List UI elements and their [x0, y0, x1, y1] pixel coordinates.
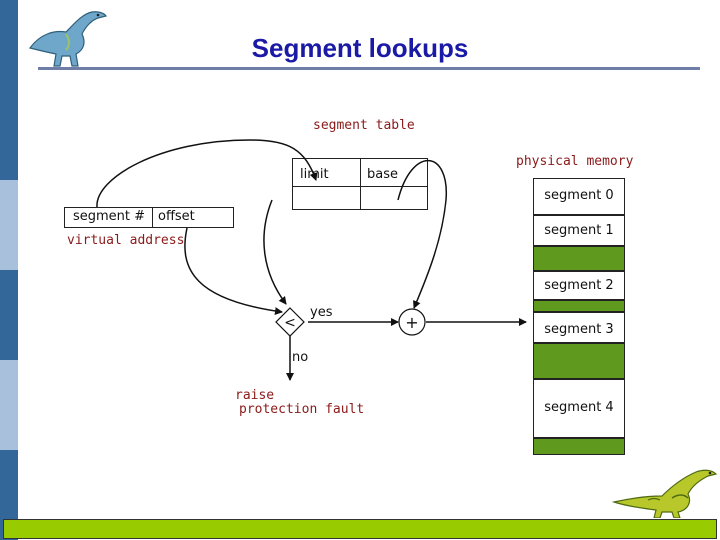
- adder-symbol: +: [405, 313, 418, 332]
- memory-free-block: [533, 300, 625, 312]
- limit-arrow: [263, 199, 287, 305]
- memory-segment-2: segment 2: [533, 271, 625, 300]
- dinosaur-mascot-icon: [612, 469, 718, 518]
- table-row-divider: [293, 186, 427, 187]
- memory-segment-1: segment 1: [533, 215, 625, 246]
- sidebar-stripe: [0, 180, 18, 270]
- bottom-bar: [3, 519, 717, 539]
- memory-segment-4: segment 4: [533, 379, 625, 438]
- comparator-symbol: <: [284, 315, 296, 331]
- base-arrow: [397, 159, 447, 309]
- sidebar-decoration: [0, 0, 18, 540]
- fault-label-line2: protection fault: [239, 402, 365, 417]
- virtual-address-box: [64, 207, 234, 228]
- offset-field: offset: [158, 209, 195, 224]
- yes-label: yes: [310, 305, 333, 320]
- sidebar-stripe: [0, 360, 18, 450]
- title-underline: [38, 67, 700, 70]
- table-column-divider: [360, 159, 361, 209]
- segment-number-field: segment #: [73, 209, 146, 224]
- memory-segment-0: segment 0: [533, 178, 625, 215]
- slide-title: Segment lookups: [251, 33, 469, 63]
- memory-free-block: [533, 246, 625, 271]
- sidebar-stripe: [0, 0, 18, 180]
- no-label: no: [292, 350, 309, 365]
- segment-index-arrow: [96, 139, 318, 208]
- adder-circle: [398, 308, 426, 336]
- virtual-address-label: virtual address: [67, 233, 185, 248]
- offset-arrow: [184, 227, 283, 315]
- fault-label-line1: raise: [235, 388, 275, 403]
- physical-memory-label: physical memory: [516, 154, 634, 169]
- memory-segment-3: segment 3: [533, 312, 625, 343]
- segment-table: [292, 158, 428, 210]
- memory-free-block: [533, 343, 625, 379]
- address-field-divider: [152, 208, 153, 227]
- sidebar-stripe: [0, 450, 18, 540]
- dinosaur-logo-icon: [28, 11, 107, 67]
- sidebar-stripe: [0, 270, 18, 360]
- comparator-diamond: [275, 307, 305, 337]
- column-base: base: [367, 167, 398, 182]
- segment-table-label: segment table: [313, 118, 415, 133]
- memory-free-block: [533, 438, 625, 455]
